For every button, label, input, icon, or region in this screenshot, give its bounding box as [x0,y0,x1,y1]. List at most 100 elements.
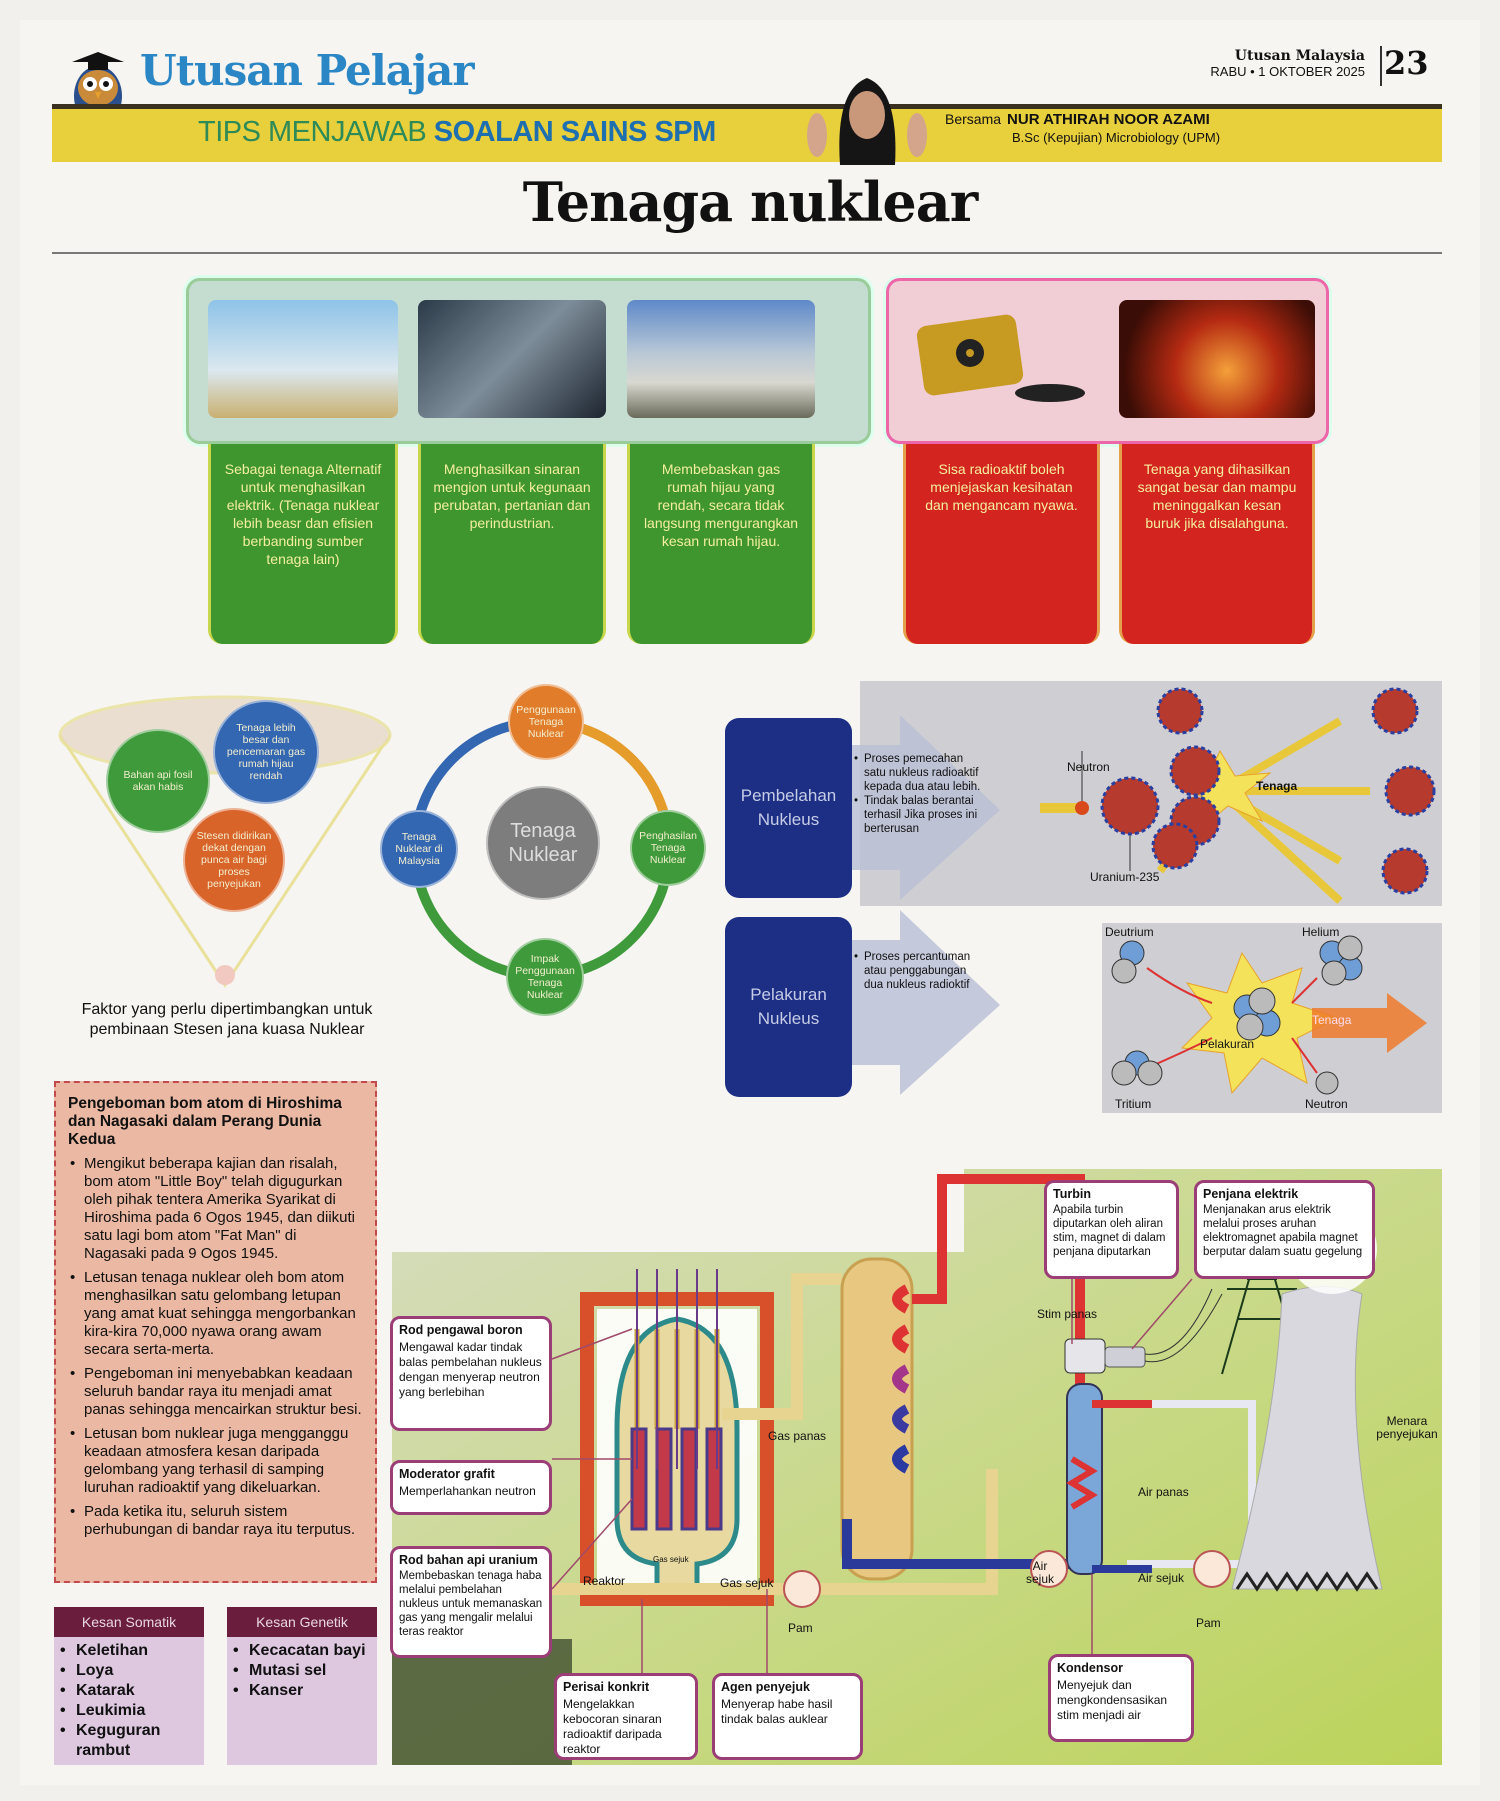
bomb-bullet: Letusan tenaga nuklear oleh bom atom men… [68,1269,363,1359]
pump-label: Pam [788,1621,813,1635]
fusion-bullets: Proses percantuman atau penggabungan dua… [854,950,984,992]
header-band [52,104,1442,162]
fission-bullet: Tindak balas berantai terhasil Jika pros… [854,794,984,836]
radioactive-barrel-icon [916,314,1085,402]
power-plant-photo [208,300,398,418]
reactor-diagram [392,1169,1442,1765]
gas-sejuk-inner-label: Gas sejuk [653,1555,689,1564]
fusion-bullet: Proses percantuman atau penggabungan dua… [854,950,984,992]
callout-title: Penjana elektrik [1203,1187,1299,1201]
neutron-label: Neutron [1067,760,1110,774]
cycle-node: Impak Penggunaan Tenaga Nuklear [506,938,584,1016]
callout-text: Memperlahankan neutron [399,1484,536,1498]
callout-text: Mengelakkan kebocoran sinaran radioaktif… [563,1697,662,1756]
air-sejuk-label: Air sejuk [1138,1571,1185,1585]
callout-title: Turbin [1053,1187,1091,1201]
tips-highlight: SOALAN SAINS SPM [433,116,717,148]
somatic-item: Katarak [58,1681,204,1701]
title-rule [52,252,1442,254]
page-title: Tenaga nuklear [522,170,978,234]
bomb-info-box: Pengeboman bom atom di Hiroshima dan Nag… [54,1081,377,1583]
callout-text: Mengawal kadar tindak balas pembelahan n… [399,1340,542,1399]
author-photo [807,78,927,165]
fission-title-box: Pembelahan Nukleus [725,718,852,898]
neutron-label: Neutron [1305,1097,1348,1111]
section-title: TIPS MENJAWAB SOALAN SAINS SPM [198,116,716,149]
bomb-bullet: Pada ketika itu, seluruh sistem perhubun… [68,1503,363,1539]
bersama-label: Bersama [945,111,1002,127]
energy-label: Tenaga [1256,779,1298,793]
air-sejuk-vertical-label: Air sejuk [1025,1559,1054,1586]
callout-title: Rod pengawal boron [399,1323,523,1337]
gas-panas-label: Gas panas [768,1429,827,1443]
somatic-item: Keguguran rambut [58,1721,204,1761]
deutrium-label: Deutrium [1105,925,1154,939]
genetic-effects-box: Kesan Genetik Kecacatan bayi Mutasi sel … [227,1607,377,1765]
gas-sejuk-label: Gas sejuk [720,1576,774,1590]
fission-bullet: Proses pemecahan satu nukleus radioaktif… [854,752,984,794]
advantage-card: Sebagai tenaga Alternatif untuk menghasi… [208,444,398,644]
fusion-title-box: Pelakuran Nukleus [725,917,852,1097]
callout-title: Perisai konkrit [563,1680,650,1694]
factor-circle: Tenaga lebih besar dan pencemaran gas ru… [213,700,319,804]
callout-title: Rod bahan api uranium [399,1553,538,1567]
callout-text: Menyerap habe hasil tindak balas auklear [721,1697,833,1726]
divider [1380,46,1382,86]
page-number: 23 [1384,44,1429,82]
fusion-diagram [1111,935,1427,1095]
author-name: NUR ATHIRAH NOOR AZAMI [1007,111,1210,128]
explosion-photo [1119,300,1315,418]
cycle-node: Penghasilan Tenaga Nuklear [630,810,706,886]
newspaper-name: Utusan Malaysia [1234,48,1365,64]
callout-text: Menyejuk dan mengkondensasikan stim menj… [1057,1678,1168,1722]
reactor-label: Reaktor [583,1574,626,1588]
factor-circle: Stesen didirikan dekat dengan punca air … [183,808,285,912]
cooling-tower-photo [627,300,815,418]
cycle-center: Tenaga Nuklear [486,786,600,900]
genetic-item: Mutasi sel [231,1661,377,1681]
somatic-item: Loya [58,1661,204,1681]
callout-text: Menjanakan arus elektrik melalui proses … [1203,1204,1363,1258]
somatic-item: Keletihan [58,1641,204,1661]
genetic-item: Kecacatan bayi [231,1641,377,1661]
disadvantage-card: Sisa radioaktif boleh menjejaskan kesiha… [903,444,1100,644]
cycle-node: Tenaga Nuklear di Malaysia [380,810,458,888]
somatic-effects-box: Kesan Somatik Keletihan Loya Katarak Leu… [54,1607,204,1765]
tips-prefix: TIPS MENJAWAB [198,116,434,148]
author-credential: B.Sc (Kepujian) Microbiology (UPM) [1012,130,1221,145]
bomb-bullet: Pengeboman ini menyebabkan keadaan selur… [68,1365,363,1419]
fission-diagram [1040,687,1436,904]
somatic-item: Leukimia [58,1701,204,1721]
author-line: Bersama NUR ATHIRAH NOOR AZAMI [945,111,1210,128]
cycle-node: Penggunaan Tenaga Nuklear [508,684,584,760]
genetic-title: Kesan Genetik [227,1607,377,1637]
uranium-label: Uranium-235 [1090,870,1160,884]
factor-circle: Bahan api fosil akan habis [106,729,210,833]
issue-date: RABU • 1 OKTOBER 2025 [1210,64,1365,79]
medical-scanner-photo [418,300,606,418]
bomb-title: Pengeboman bom atom di Hiroshima dan Nag… [68,1095,342,1148]
genetic-item: Kanser [231,1681,377,1701]
advantage-card: Membebaskan gas rumah hijau yang rendah,… [627,444,815,644]
advantage-card: Menghasilkan sinaran mengion untuk kegun… [418,444,606,644]
energy-label: Tenaga [1312,1013,1352,1027]
somatic-title: Kesan Somatik [54,1607,204,1637]
fusion-center-label: Pelakuran [1200,1037,1255,1051]
tritium-label: Tritium [1115,1097,1152,1111]
callout-title: Agen penyejuk [721,1680,810,1694]
fission-bullets: Proses pemecahan satu nukleus radioaktif… [854,752,984,836]
cooling-tower-label: Menara penyejukan [1376,1414,1438,1441]
brand-logo: Utusan Pelajar [140,46,474,95]
callout-text: Apabila turbin diputarkan oleh aliran st… [1053,1204,1166,1258]
callout-title: Moderator grafit [399,1467,495,1481]
callout-text: Membebaskan tenaga haba melalui pembelah… [399,1570,543,1638]
disadvantage-card: Tenaga yang dihasilkan sangat besar dan … [1119,444,1315,644]
helium-label: Helium [1302,925,1340,939]
air-panas-label: Air panas [1138,1485,1189,1499]
